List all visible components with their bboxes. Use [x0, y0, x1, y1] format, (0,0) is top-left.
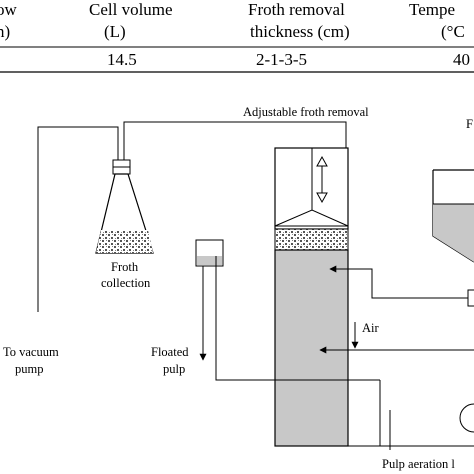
label-to-vacuum-line1: To vacuum — [3, 345, 59, 359]
table-cell-temperature-value: 40 — [453, 50, 470, 69]
table-header-temperature-line1: Tempe — [409, 0, 456, 19]
recycle-line — [329, 265, 474, 299]
label-feed-partial: F — [466, 117, 473, 131]
feed-hopper — [432, 169, 474, 263]
pump-circle — [459, 403, 474, 433]
table-header-temperature-line2: (°C — [441, 22, 465, 41]
label-froth-collection-line2: collection — [101, 276, 151, 290]
floated-pulp-container — [195, 239, 380, 381]
label-froth-collection-line1: Froth — [111, 260, 139, 274]
label-floated-pulp-line1: Floated — [151, 345, 189, 359]
table-header-flow-line2: n) — [0, 22, 11, 41]
table-header-cell-volume-line1: Cell volume — [89, 0, 173, 19]
label-to-vacuum-line2: pump — [15, 362, 44, 376]
table-cell-froth-thickness-value: 2-1-3-5 — [256, 50, 307, 69]
valve — [467, 289, 474, 307]
table-header-cell-volume-line2: (L) — [104, 22, 126, 41]
table-header-froth-removal-line1: Froth removal — [248, 0, 345, 19]
flask-to-cell-line — [123, 121, 347, 160]
table-cell-volume-value: 14.5 — [107, 50, 137, 69]
flotation-cell — [274, 147, 349, 447]
vacuum-line — [37, 126, 119, 312]
label-adjustable-froth-removal: Adjustable froth removal — [243, 105, 369, 119]
label-floated-pulp-line2: pulp — [163, 362, 186, 376]
label-air: Air — [362, 321, 379, 335]
table-header-froth-removal-line2: thickness (cm) — [250, 22, 350, 41]
froth-collection-flask — [95, 159, 154, 254]
table-header-flow-line1: ow — [0, 0, 17, 19]
label-pulp-aeration: Pulp aeration l — [382, 457, 455, 471]
pulp-line — [348, 380, 381, 447]
